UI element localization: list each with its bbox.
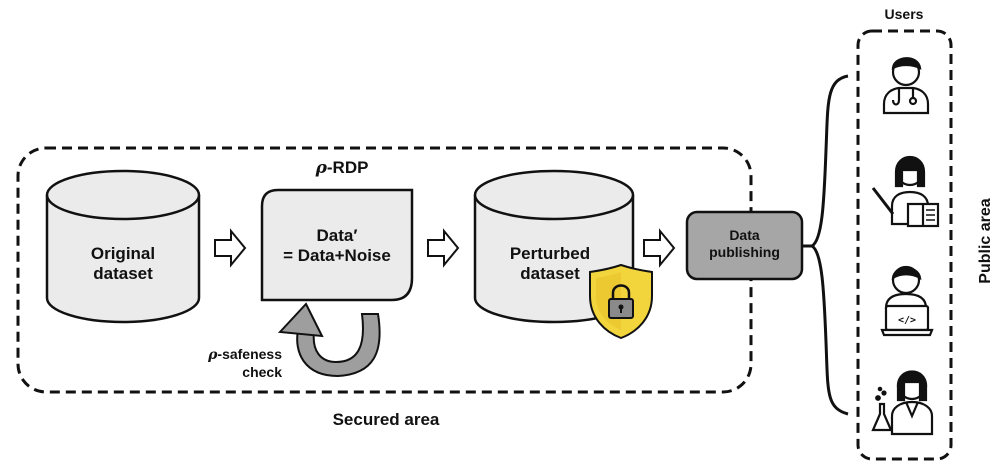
original-dataset-label: Original dataset: [62, 244, 184, 285]
secured-area-box: [16, 146, 753, 394]
svg-text:</>: </>: [898, 315, 916, 326]
rho-symbol: ρ: [208, 347, 218, 363]
data-noise-label: Data′ = Data+Noise: [262, 226, 412, 267]
data-noise-box: [260, 188, 414, 302]
safeness-check-label: ρ-safeness check: [178, 346, 282, 381]
secured-area-label: Secured area: [332, 410, 440, 429]
arrow-right-icon: [427, 228, 460, 268]
users-label: Users: [884, 6, 924, 22]
doctor-icon: [882, 57, 930, 115]
scientist-icon: [871, 370, 934, 436]
original-dataset-line2: dataset: [93, 264, 153, 284]
perturbed-dataset-line2: dataset: [520, 264, 580, 284]
users-area-box: [856, 29, 953, 461]
arrow-right-icon: [643, 228, 676, 268]
rho-symbol: ρ: [315, 158, 327, 178]
shield-lock-icon: [589, 263, 653, 340]
original-dataset-cylinder: [45, 169, 201, 324]
arrow-right-icon: [214, 228, 247, 268]
safeness-check-line1: ρ-safeness: [208, 346, 282, 363]
data-plus-noise-text: = Data+Noise: [283, 246, 391, 266]
original-dataset-line1: Original: [90, 244, 156, 263]
teacher-icon: [871, 156, 940, 228]
data-publishing-line2: publishing: [709, 243, 780, 260]
flow-arrows: [214, 228, 676, 268]
safeness-check-line2: check: [242, 363, 282, 380]
data-prime-text: Data′: [316, 226, 358, 245]
public-area-label: Public area: [977, 198, 994, 284]
perturbed-dataset-label: Perturbed dataset: [484, 244, 616, 285]
developer-icon: </>: [880, 265, 934, 337]
rdp-text: -RDP: [326, 158, 369, 177]
data-publishing-label: Data publishing: [687, 227, 802, 261]
data-publishing-line1: Data: [729, 227, 760, 243]
safeness-check-loop-arrow: [277, 302, 381, 378]
distribution-bracket: [802, 74, 849, 416]
rdp-title: ρ-RDP: [292, 158, 392, 178]
perturbed-dataset-line1: Perturbed: [509, 244, 591, 263]
